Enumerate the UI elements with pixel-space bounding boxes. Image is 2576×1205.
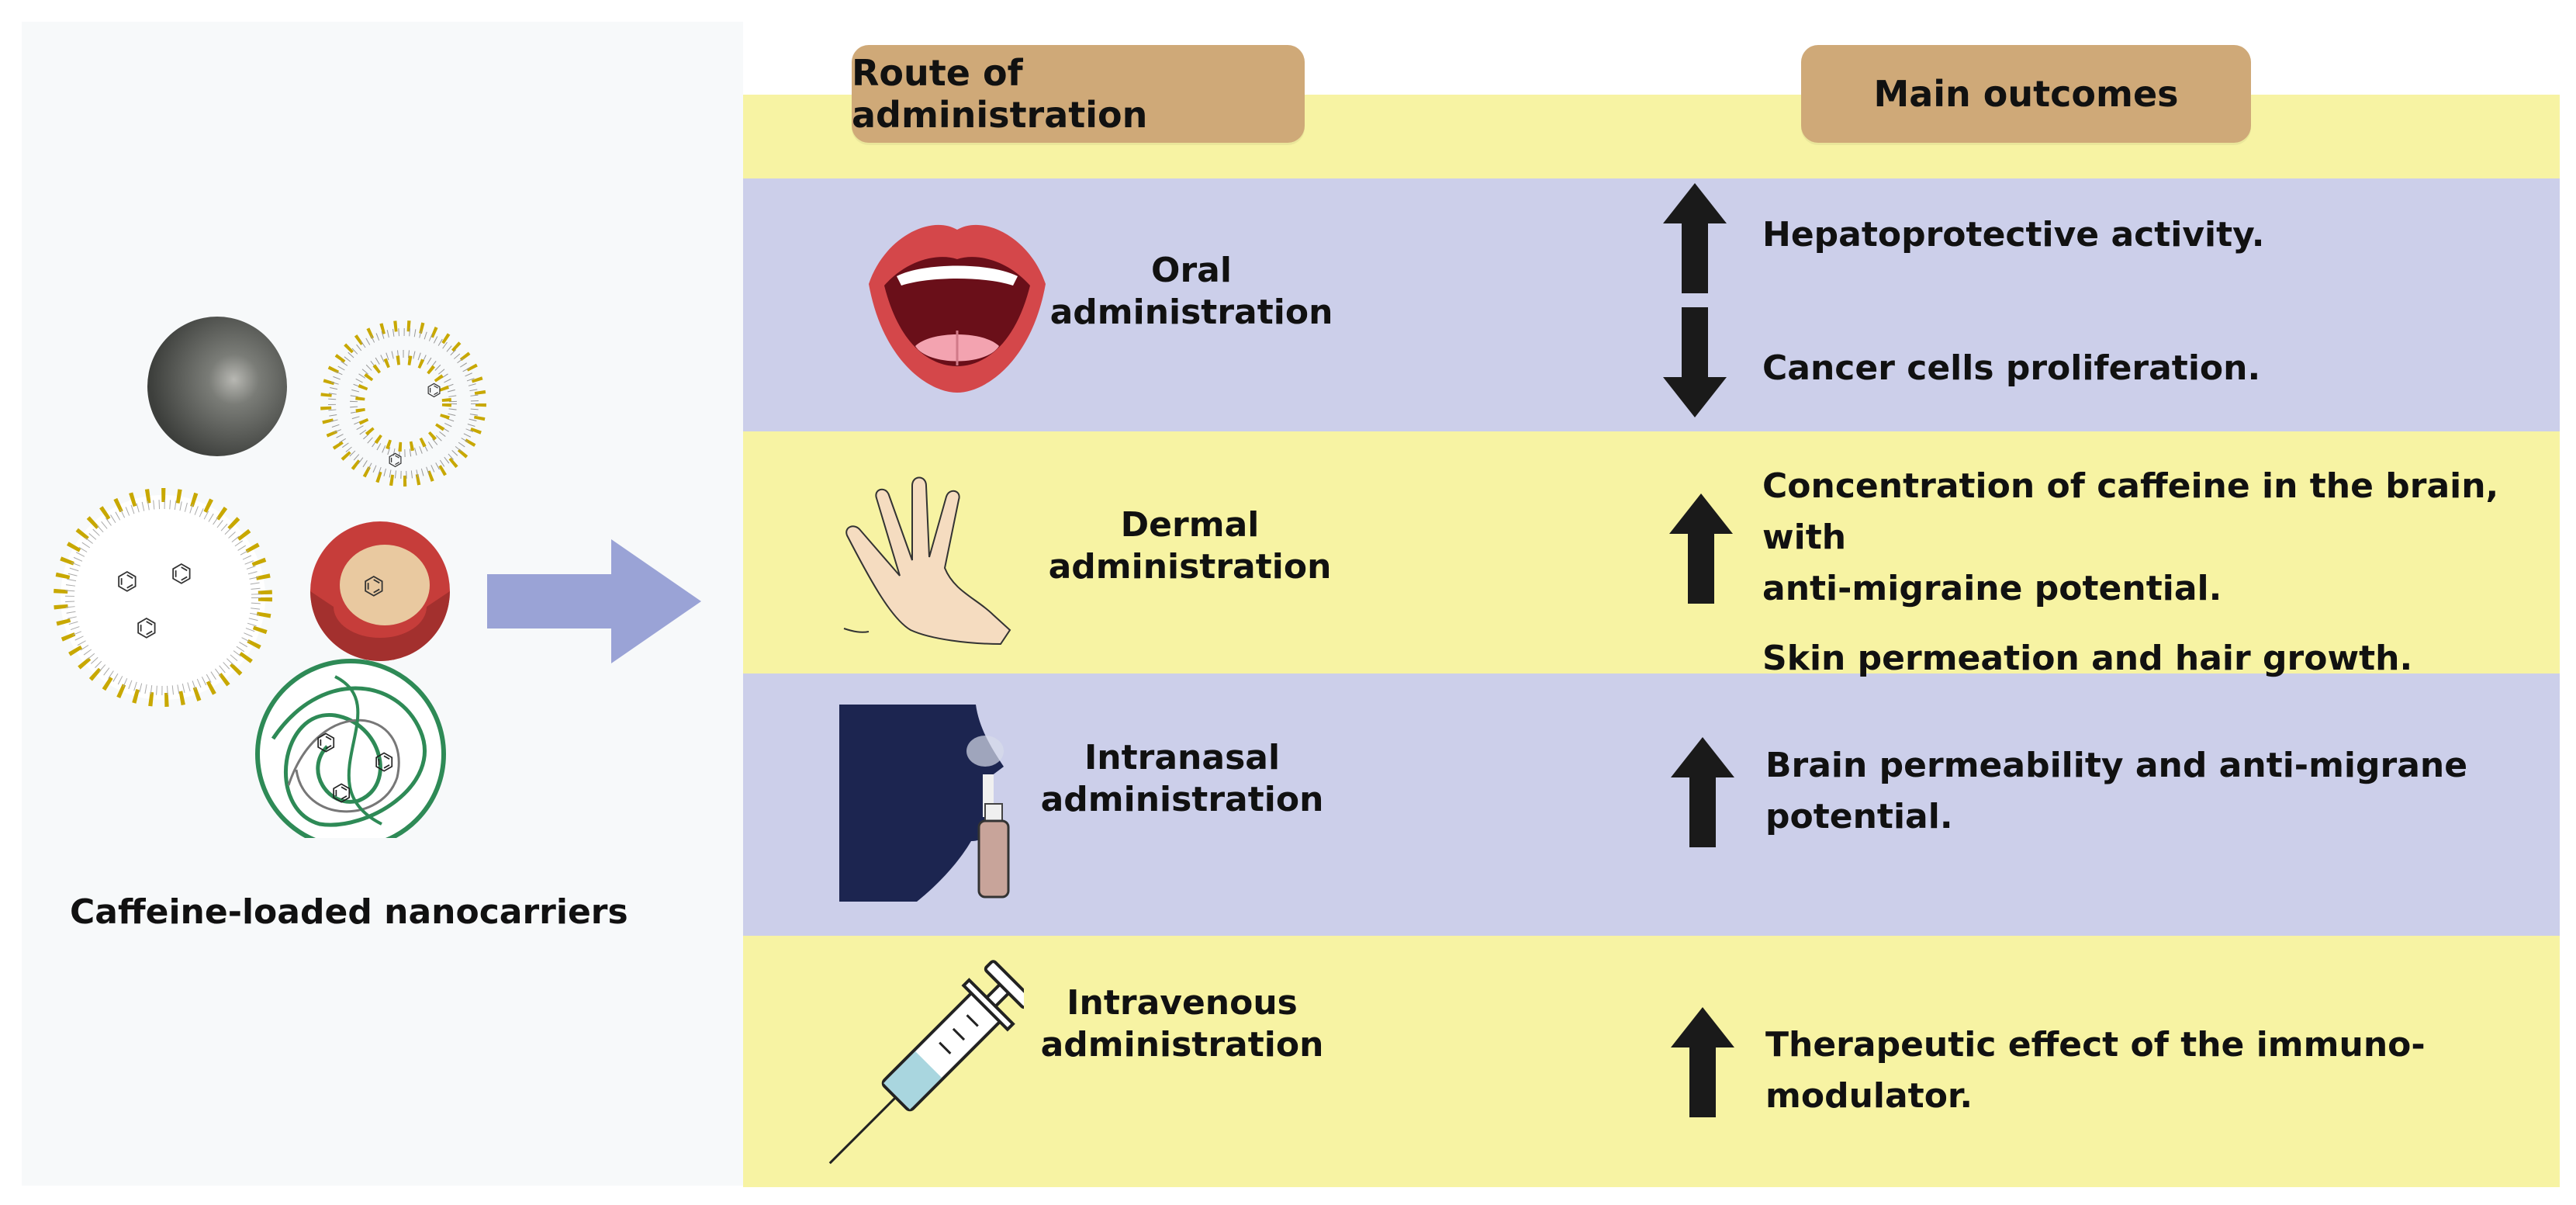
up-arrow-icon	[1671, 1007, 1734, 1117]
route-header-label: Route of administration	[852, 52, 1148, 136]
intravenous-outcome-line2: modulator.	[1765, 1076, 1973, 1116]
svg-text:⌬: ⌬	[116, 566, 138, 596]
intranasal-label-line1: Intranasal	[1084, 738, 1281, 777]
intravenous-label-line2: administration	[1040, 1025, 1324, 1065]
svg-text:⌬: ⌬	[427, 381, 441, 400]
nanocarriers-caption: Caffeine-loaded nanocarriers	[70, 892, 628, 932]
outcome-header-label: Main outcomes	[1873, 73, 2179, 115]
intranasal-label: Intranasal administration	[1013, 737, 1351, 821]
dermal-outcome-line2: anti-migraine potential.	[1762, 569, 2222, 608]
big-right-arrow-icon	[487, 539, 701, 663]
route-header: Route of administration	[852, 45, 1305, 143]
mouth-icon	[869, 224, 1046, 393]
nasal-spray-icon	[839, 705, 1010, 902]
svg-text:⌬: ⌬	[374, 749, 394, 776]
vesicle-icon: ⌬ ⌬ ⌬	[54, 488, 272, 707]
dermal-outcome-line3: Skin permeation and hair growth.	[1762, 639, 2413, 678]
dermal-label-line1: Dermal	[1120, 505, 1260, 545]
oral-label-line1: Oral	[1151, 251, 1232, 290]
nanocarriers-illustration: ⌬ ⌬ ⌬ ⌬ ⌬ ⌬ ⌬ ⌬ ⌬	[54, 317, 486, 838]
oral-outcome-2: Cancer cells proliferation.	[1762, 348, 2261, 388]
dermal-outcome: Concentration of caffeine in the brain, …	[1762, 461, 2576, 684]
dermal-label-line2: administration	[1048, 547, 1332, 587]
oral-band	[743, 178, 2560, 431]
polymeric-nanoparticle-icon: ⌬ ⌬ ⌬	[255, 659, 446, 838]
intranasal-band	[743, 673, 2560, 936]
svg-text:⌬: ⌬	[171, 559, 192, 588]
oral-label: Oral administration	[1022, 250, 1361, 334]
up-arrow-icon	[1663, 183, 1727, 293]
intravenous-label: Intravenous administration	[1013, 982, 1351, 1066]
solid-nanoparticle-icon	[147, 317, 287, 456]
intranasal-label-line2: administration	[1040, 780, 1324, 819]
oral-label-line2: administration	[1049, 293, 1333, 332]
svg-text:⌬: ⌬	[388, 451, 403, 470]
liposome-icon: ⌬ ⌬	[320, 320, 486, 487]
up-arrow-icon	[1669, 493, 1733, 604]
intranasal-outcome-line1: Brain permeability and anti-migrane	[1765, 746, 2468, 785]
intravenous-band	[743, 936, 2560, 1187]
intravenous-outcome-line1: Therapeutic effect of the immuno-	[1765, 1025, 2426, 1065]
down-arrow-icon	[1663, 307, 1727, 417]
hand-icon	[843, 476, 1011, 646]
intravenous-outcome: Therapeutic effect of the immuno- modula…	[1765, 1020, 2426, 1122]
core-shell-nanoparticle-icon: ⌬	[310, 521, 450, 661]
intranasal-outcome-line2: potential.	[1765, 797, 1953, 836]
svg-text:⌬: ⌬	[363, 571, 385, 601]
outcome-header: Main outcomes	[1801, 45, 2251, 143]
syringe-icon	[828, 960, 1024, 1165]
dermal-outcome-line1: Concentration of caffeine in the brain, …	[1762, 466, 2499, 557]
intravenous-label-line1: Intravenous	[1067, 983, 1298, 1023]
svg-text:⌬: ⌬	[136, 613, 157, 642]
oral-outcome-1: Hepatoprotective activity.	[1762, 215, 2265, 255]
intranasal-outcome: Brain permeability and anti-migrane pote…	[1765, 740, 2467, 843]
up-arrow-icon	[1671, 737, 1734, 847]
svg-text:⌬: ⌬	[331, 780, 351, 807]
svg-text:⌬: ⌬	[316, 729, 336, 757]
dermal-band	[743, 431, 2560, 673]
dermal-label: Dermal administration	[1021, 504, 1359, 588]
